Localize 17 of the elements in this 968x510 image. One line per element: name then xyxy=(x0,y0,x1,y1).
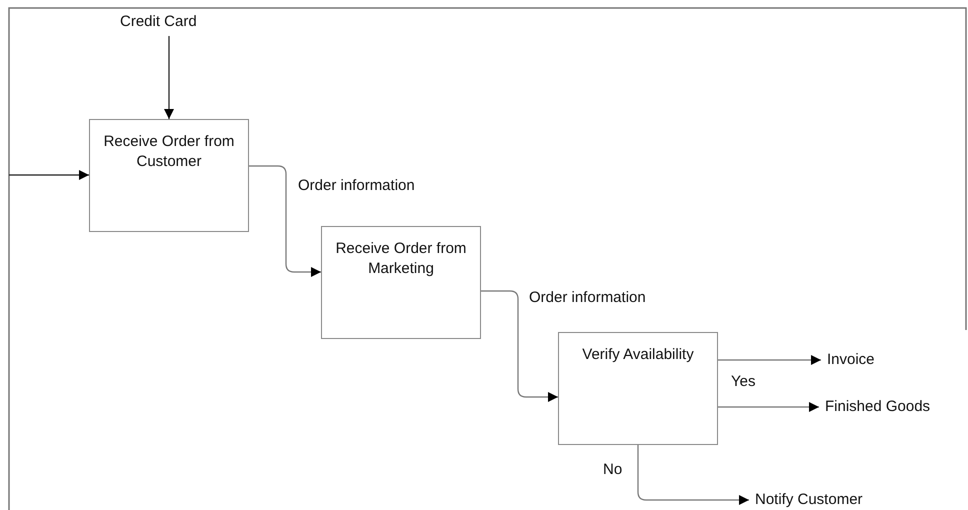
flow-label: Notify Customer xyxy=(755,490,885,510)
arrow xyxy=(164,36,174,119)
arrow xyxy=(481,290,558,402)
process-box xyxy=(558,332,718,445)
process-box xyxy=(321,226,481,339)
flow-label: Finished Goods xyxy=(825,397,965,417)
arrow xyxy=(718,402,819,412)
arrow xyxy=(718,355,821,365)
process-text: Receive Order from Customer xyxy=(102,132,236,172)
arrow xyxy=(9,170,89,180)
process-text: Receive Order from Marketing xyxy=(334,239,468,279)
flow-label: Invoice xyxy=(827,350,887,370)
arrow xyxy=(249,165,321,277)
flow-label: Credit Card xyxy=(120,12,216,32)
process-box xyxy=(89,119,249,232)
process-text: Verify Availability xyxy=(581,345,695,365)
arrow xyxy=(637,445,749,505)
